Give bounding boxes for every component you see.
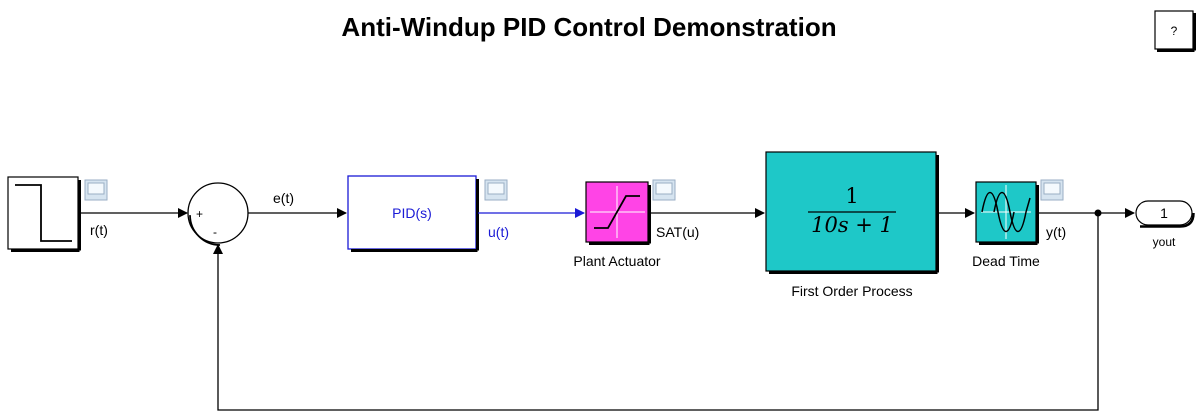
transfer-function-block[interactable]: 1 10s + 1 <box>765 151 939 274</box>
outport-label: yout <box>1153 235 1176 249</box>
saturation-icon <box>590 186 645 238</box>
saturation-block[interactable] <box>585 181 651 245</box>
process-label: First Order Process <box>791 283 912 299</box>
sum-block[interactable]: + - <box>187 182 251 246</box>
signal-viewer-icon-r[interactable] <box>84 179 108 201</box>
pid-controller-block[interactable]: PID(s) <box>347 175 479 252</box>
diagram-title: Anti-Windup PID Control Demonstration <box>341 12 836 42</box>
sum-plus-sign: + <box>196 207 203 221</box>
pid-block-label: PID(s) <box>392 205 432 221</box>
help-button[interactable]: ? <box>1154 10 1196 52</box>
transfer-function-numerator: 1 <box>845 184 858 208</box>
signal-viewer-icon-u[interactable] <box>484 179 508 201</box>
signal-label-y: y(t) <box>1046 224 1066 240</box>
actuator-label: Plant Actuator <box>573 253 661 269</box>
step-icon <box>15 184 72 242</box>
transfer-function-denominator: 10s + 1 <box>811 213 893 237</box>
signal-label-e: e(t) <box>273 190 294 206</box>
signal-viewer-icon-sat[interactable] <box>652 179 676 201</box>
dead-time-label: Dead Time <box>972 253 1040 269</box>
signal-label-r: r(t) <box>90 222 108 238</box>
signal-viewer-icon-y[interactable] <box>1040 179 1064 201</box>
help-button-label: ? <box>1171 24 1178 38</box>
step-source-block[interactable] <box>7 176 81 252</box>
feedback-line <box>213 213 1099 411</box>
dead-time-block[interactable] <box>975 181 1039 245</box>
outport-block[interactable]: 1 <box>1135 200 1195 228</box>
sum-minus-sign: - <box>213 225 217 239</box>
delay-waveform-icon <box>981 185 1031 239</box>
outport-number: 1 <box>1160 205 1168 221</box>
signal-label-u: u(t) <box>488 224 509 240</box>
signal-label-sat: SAT(u) <box>656 224 699 240</box>
